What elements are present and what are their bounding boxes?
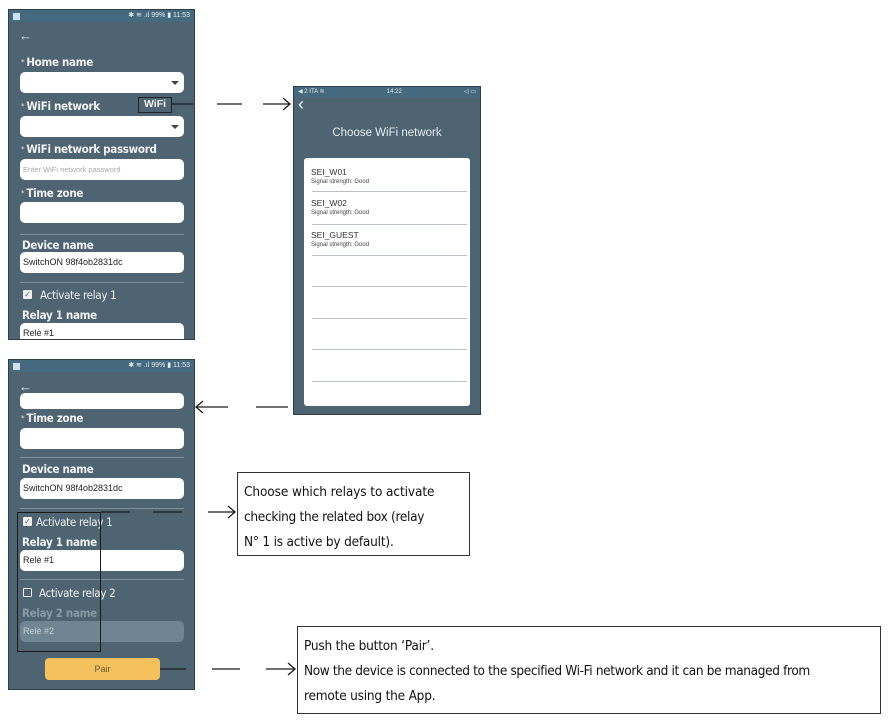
relay-highlight-box xyxy=(17,512,101,652)
arrowhead xyxy=(282,97,291,111)
relays-instruction-callout: Choose which relays to activate checking… xyxy=(237,472,470,556)
arrowhead xyxy=(195,400,204,414)
network-signal: Signal strength: Good xyxy=(311,210,370,216)
network-signal: Signal strength: Good xyxy=(311,242,370,248)
relay-1-name-input[interactable]: Relè #1 xyxy=(20,550,184,571)
list-divider xyxy=(312,286,467,287)
callout-line: Push the button ‘Pair’. xyxy=(304,638,434,654)
relay-1-name-label: Relay 1 name xyxy=(22,535,97,549)
list-divider xyxy=(312,224,467,225)
status-time: 14:22 xyxy=(386,89,402,95)
divider xyxy=(20,282,184,283)
relay-2-checkbox[interactable] xyxy=(23,588,32,597)
home-name-select[interactable] xyxy=(20,72,184,93)
notification-icon xyxy=(13,12,20,20)
activate-relay-1-label: Activate relay 1 xyxy=(36,515,113,529)
status-bar: ✱ ≋ .ıl 99% ▮ 11:53 xyxy=(9,10,194,22)
relay-2-name-label: Relay 2 name xyxy=(22,606,97,620)
page-title: Choose WiFi network xyxy=(332,127,442,139)
network-signal: Signal strength: Good xyxy=(311,179,370,185)
callout-line: Now the device is connected to the speci… xyxy=(304,663,810,679)
pair-button[interactable]: Pair xyxy=(45,658,160,680)
callout-line: remote using the App. xyxy=(304,688,436,704)
status-bar: ✱ ≋ .ıl 99% ▮ 11:53 xyxy=(9,360,194,372)
time-zone-input[interactable] xyxy=(20,428,184,449)
relay-1-checkbox[interactable]: ✓ xyxy=(23,290,32,299)
arrowhead xyxy=(287,662,296,676)
callout-line: N° 1 is active by default). xyxy=(244,534,394,550)
home-name-label: *Home name xyxy=(21,55,93,69)
list-divider xyxy=(312,255,467,256)
relay-1-name-input[interactable]: Relè #1 xyxy=(20,323,184,339)
divider xyxy=(20,579,184,580)
wifi-highlight-tag: WiFi xyxy=(138,97,172,113)
time-zone-label: *Time zone xyxy=(21,411,84,425)
relay-1-checkbox[interactable]: ✓ xyxy=(23,517,32,526)
back-chevron-icon[interactable]: ‹ xyxy=(298,94,304,114)
device-name-input[interactable]: SwitchON 98f4ob2831dc xyxy=(20,252,184,273)
arrowhead xyxy=(227,505,236,519)
status-bar: ◀ 2 ITA ≋ 14:22 ◁ ▭ xyxy=(294,87,480,97)
list-divider xyxy=(312,381,467,382)
divider xyxy=(20,234,184,235)
device-name-label: Device name xyxy=(22,462,94,476)
list-divider xyxy=(312,349,467,350)
device-name-input[interactable]: SwitchON 98f4ob2831dc xyxy=(20,478,184,499)
dropdown-caret-icon xyxy=(171,81,179,85)
scrolled-field-edge xyxy=(20,393,184,409)
phone-settings-screen-1: ✱ ≋ .ıl 99% ▮ 11:53 ← *Home name *WiFi n… xyxy=(8,9,195,340)
wifi-network-select[interactable] xyxy=(20,116,184,137)
time-zone-input[interactable] xyxy=(20,202,184,223)
network-name[interactable]: SEI_W02 xyxy=(311,198,347,208)
divider xyxy=(20,410,184,411)
phone-choose-wifi-screen: ◀ 2 ITA ≋ 14:22 ◁ ▭ ‹ Choose WiFi networ… xyxy=(293,86,481,415)
network-name[interactable]: SEI_GUEST xyxy=(311,230,359,240)
status-carrier: ◀ 2 ITA ≋ xyxy=(298,89,325,95)
wifi-password-input[interactable]: Enter WiFi network password xyxy=(20,159,184,180)
activate-relay-2-label: Activate relay 2 xyxy=(39,586,116,600)
back-arrow-icon[interactable]: ← xyxy=(19,379,32,394)
list-divider xyxy=(312,318,467,319)
pair-instruction-callout: Push the button ‘Pair’. Now the device i… xyxy=(297,626,881,714)
wifi-network-label: *WiFi network xyxy=(21,99,100,113)
back-arrow-icon[interactable]: ← xyxy=(19,28,32,43)
wifi-password-label: *WiFi network password xyxy=(21,142,157,156)
notification-icon xyxy=(13,362,20,370)
status-indicators: ✱ ≋ .ıl 99% ▮ 11:53 xyxy=(128,362,190,369)
relay-2-name-input: Relè #2 xyxy=(20,621,184,642)
device-name-label: Device name xyxy=(22,238,94,252)
dropdown-caret-icon xyxy=(171,125,179,129)
list-divider xyxy=(312,191,467,192)
callout-line: checking the related box (relay xyxy=(244,509,425,525)
status-indicators: ✱ ≋ .ıl 99% ▮ 11:53 xyxy=(128,12,190,19)
divider xyxy=(20,457,184,458)
divider xyxy=(20,508,184,509)
activate-relay-1-label: Activate relay 1 xyxy=(40,288,117,302)
phone-settings-screen-2: ✱ ≋ .ıl 99% ▮ 11:53 ← *Time zone Device … xyxy=(8,359,195,690)
time-zone-label: *Time zone xyxy=(21,186,84,200)
network-name[interactable]: SEI_W01 xyxy=(311,167,347,177)
relay-1-name-label: Relay 1 name xyxy=(22,308,97,322)
status-indicators: ◁ ▭ xyxy=(464,89,476,95)
callout-line: Choose which relays to activate xyxy=(244,484,435,500)
wifi-network-list: SEI_W01 Signal strength: Good SEI_W02 Si… xyxy=(304,158,470,406)
